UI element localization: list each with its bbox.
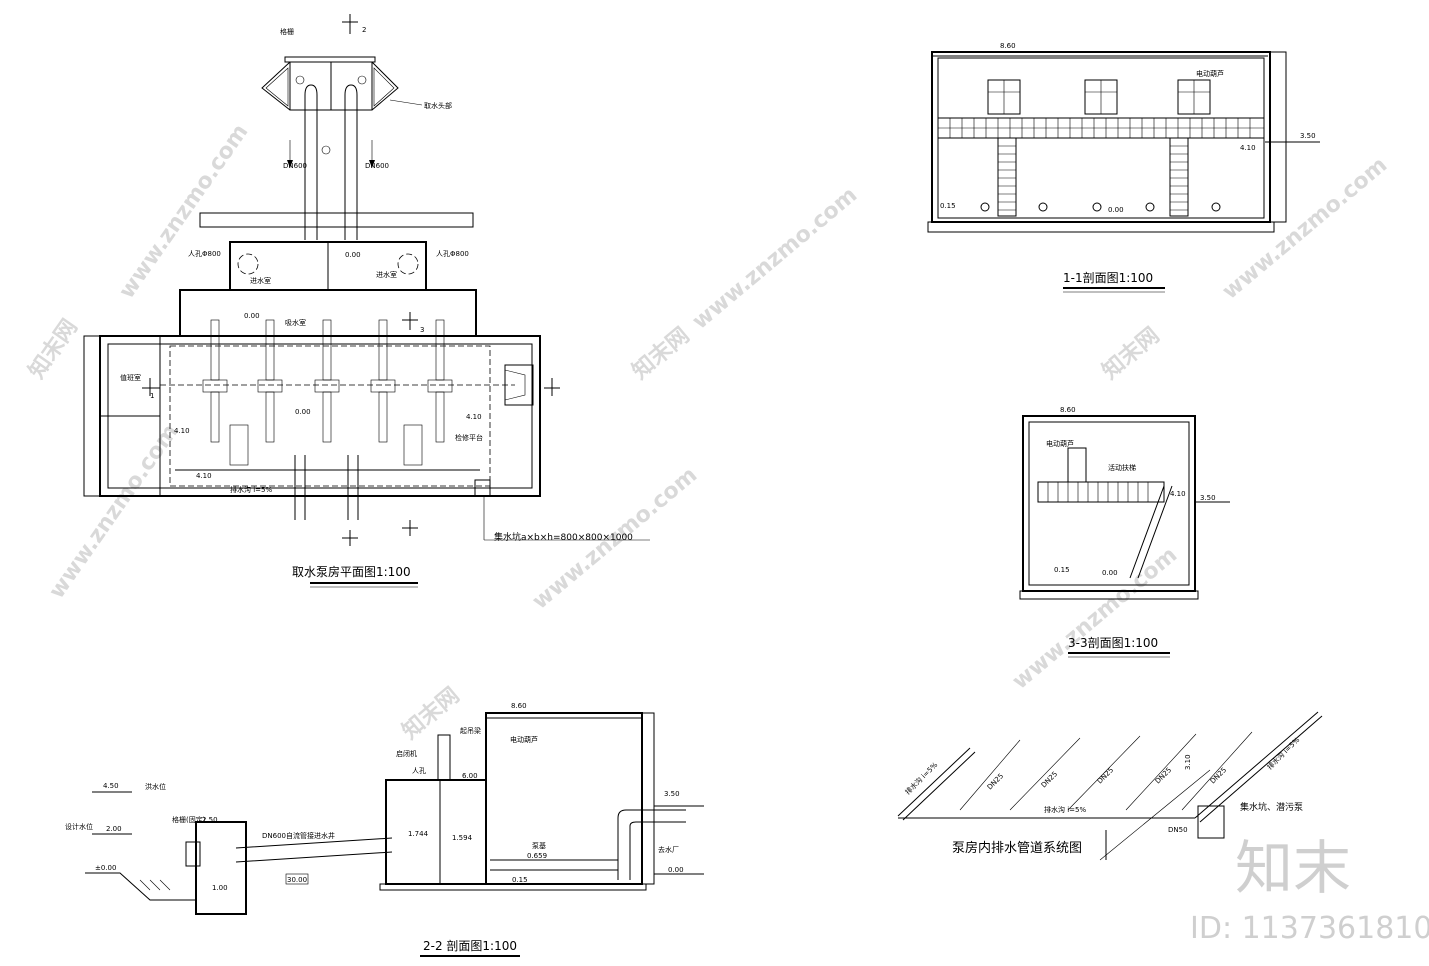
section-marks: 3 1 bbox=[142, 312, 560, 546]
s33-crane: 电动葫芦 bbox=[1046, 439, 1074, 448]
svg-text:1.00: 1.00 bbox=[212, 884, 228, 892]
s33-elev-platform: 4.10 bbox=[1170, 490, 1186, 498]
pipe-label-left: DN600 bbox=[283, 162, 307, 170]
pump-symbols bbox=[980, 202, 1221, 212]
sump-pump-label: 集水坑、潜污泵 bbox=[1240, 801, 1303, 813]
elev-410-a: 4.10 bbox=[174, 427, 190, 435]
crane-22-label: 电动葫芦 bbox=[510, 735, 538, 744]
section-mark-2-top: 2 bbox=[342, 14, 366, 34]
elev-suction: 0.00 bbox=[244, 312, 260, 320]
platform-label: 检修平台 bbox=[455, 433, 483, 442]
section-1-1: 8.60 电动葫芦 3.50 4.10 0.15 0.00 1-1剖面图1:10… bbox=[927, 42, 1320, 293]
plan-title: 取水泵房平面图1:100 bbox=[292, 564, 411, 579]
watermark-logo: 知末 bbox=[1235, 834, 1351, 902]
pump-house-plan: 2 格栅 取水头部 DN600 DN600 bbox=[83, 14, 650, 588]
intake-head-label: 取水头部 bbox=[424, 101, 452, 110]
s33-elev-top: 8.60 bbox=[1060, 406, 1076, 414]
intake-head: 格栅 取水头部 bbox=[261, 27, 452, 111]
plan-building bbox=[83, 212, 541, 497]
svg-text:2.00: 2.00 bbox=[106, 825, 122, 833]
elev-floor: 0.00 bbox=[295, 408, 311, 416]
svg-text:3.50: 3.50 bbox=[664, 790, 680, 798]
gravity-pipes: DN600 DN600 bbox=[283, 84, 389, 240]
watermark-site: www.znzmo.com bbox=[1008, 543, 1182, 695]
drain-slope: 排水沟 i=5% bbox=[230, 485, 272, 494]
pipe-dn50: DN50 bbox=[1168, 826, 1188, 834]
flood-level-label: 洪水位 bbox=[145, 782, 166, 791]
s22-title: 2-2 剖面图1:100 bbox=[423, 939, 517, 953]
elev-410-c: 4.10 bbox=[196, 472, 212, 480]
inlet-room-left: 进水室 bbox=[250, 276, 271, 285]
plan-labels: 人孔Φ800 人孔Φ800 进水室 进水室 0.00 0.00 吸水室 值班室 … bbox=[120, 250, 650, 543]
svg-text:2.50: 2.50 bbox=[202, 816, 218, 824]
section-3-3: 8.60 电动葫芦 活动扶梯 4.10 3.50 0.15 0.00 3-3剖面… bbox=[1019, 406, 1230, 658]
hoist-label: 启闭机 bbox=[396, 749, 417, 758]
watermark-site: www.znzmo.com bbox=[114, 120, 253, 304]
manhole-right: 人孔Φ800 bbox=[436, 250, 469, 258]
watermark-brand: 知末网 bbox=[24, 314, 83, 383]
s11-elev-top: 8.60 bbox=[1000, 42, 1016, 50]
pipe-dn25-1: DN25 bbox=[986, 772, 1005, 791]
s33-elev-floor-a: 0.15 bbox=[1054, 566, 1070, 574]
svg-text:1.744: 1.744 bbox=[408, 830, 429, 838]
s11-elev-platform: 4.10 bbox=[1240, 144, 1256, 152]
outlet-label: 去水厂 bbox=[658, 845, 679, 854]
s33-title: 3-3剖面图1:100 bbox=[1068, 636, 1158, 650]
elev-inlet: 0.00 bbox=[345, 251, 361, 259]
svg-text:1.594: 1.594 bbox=[452, 834, 473, 842]
grille-fixed-label: 格栅(固定) bbox=[172, 815, 206, 824]
section-2-2: 4.50 洪水位 2.00 设计水位 ±0.00 2.50 1.00 格栅(固定… bbox=[65, 702, 704, 957]
svg-text:3: 3 bbox=[420, 326, 424, 334]
svg-text:0.15: 0.15 bbox=[512, 876, 528, 884]
svg-text:2: 2 bbox=[362, 26, 366, 34]
s11-crane: 电动葫芦 bbox=[1196, 69, 1224, 78]
watermark-id: ID: 1137361810 bbox=[1190, 911, 1429, 946]
crane-beam-label: 起吊梁 bbox=[460, 726, 481, 735]
watermark-site: www.znzmo.com bbox=[688, 183, 862, 335]
pump-base-label: 泵基 bbox=[532, 841, 546, 850]
pipe-dn25-5: DN25 bbox=[1209, 766, 1228, 785]
s11-elev-ground: 3.50 bbox=[1300, 132, 1316, 140]
svg-text:1: 1 bbox=[150, 392, 154, 400]
svg-text:±0.00: ±0.00 bbox=[95, 864, 116, 872]
s33-ladder: 活动扶梯 bbox=[1108, 463, 1136, 472]
s11-elev-floor-a: 0.15 bbox=[940, 202, 956, 210]
svg-text:0.00: 0.00 bbox=[668, 866, 684, 874]
pipe-22-label: DN600自流管接进水井 bbox=[262, 831, 335, 840]
s33-elev-ground: 3.50 bbox=[1200, 494, 1216, 502]
svg-text:8.60: 8.60 bbox=[511, 702, 527, 710]
watermark-site: www.znzmo.com bbox=[1218, 153, 1392, 305]
manhole-22-label: 人孔 bbox=[412, 767, 426, 775]
inlet-room-right: 进水室 bbox=[376, 270, 397, 279]
pipe-label-right: DN600 bbox=[365, 162, 389, 170]
drain-elev: 3.10 bbox=[1184, 754, 1192, 770]
elev-410-b: 4.10 bbox=[466, 413, 482, 421]
s33-elev-floor-b: 0.00 bbox=[1102, 569, 1118, 577]
s11-elev-floor-b: 0.00 bbox=[1108, 206, 1124, 214]
s11-title: 1-1剖面图1:100 bbox=[1063, 271, 1153, 285]
pipe-dn25-4: DN25 bbox=[1154, 766, 1173, 785]
svg-text:0.659: 0.659 bbox=[527, 852, 547, 860]
platform-grid bbox=[949, 118, 1251, 138]
svg-text:4.50: 4.50 bbox=[103, 782, 119, 790]
drain-title: 泵房内排水管道系统图 bbox=[952, 840, 1082, 856]
manhole-left: 人孔Φ800 bbox=[188, 250, 221, 258]
design-level-label: 设计水位 bbox=[65, 822, 93, 831]
watermark-site: www.znzmo.com bbox=[44, 420, 183, 604]
watermark-brand: 知末网 bbox=[627, 322, 694, 384]
suction-room: 吸水室 bbox=[285, 318, 306, 327]
pipe-dn25-3: DN25 bbox=[1096, 766, 1115, 785]
watermark-brand: 知末网 bbox=[397, 682, 464, 744]
grille-label: 格栅 bbox=[280, 27, 294, 36]
svg-text:6.00: 6.00 bbox=[462, 772, 478, 780]
watermark-brand: 知末网 bbox=[1097, 322, 1164, 384]
windows bbox=[987, 79, 1211, 115]
sump-label: 集水坑a×b×h=800×800×1000 bbox=[494, 531, 633, 543]
pipe-dn25-2: DN25 bbox=[1040, 770, 1059, 789]
duty-room: 值班室 bbox=[120, 373, 141, 382]
ditch-mid: 排水沟 i=5% bbox=[1044, 805, 1086, 814]
svg-text:30.00: 30.00 bbox=[287, 876, 307, 884]
pump-units bbox=[202, 319, 453, 520]
